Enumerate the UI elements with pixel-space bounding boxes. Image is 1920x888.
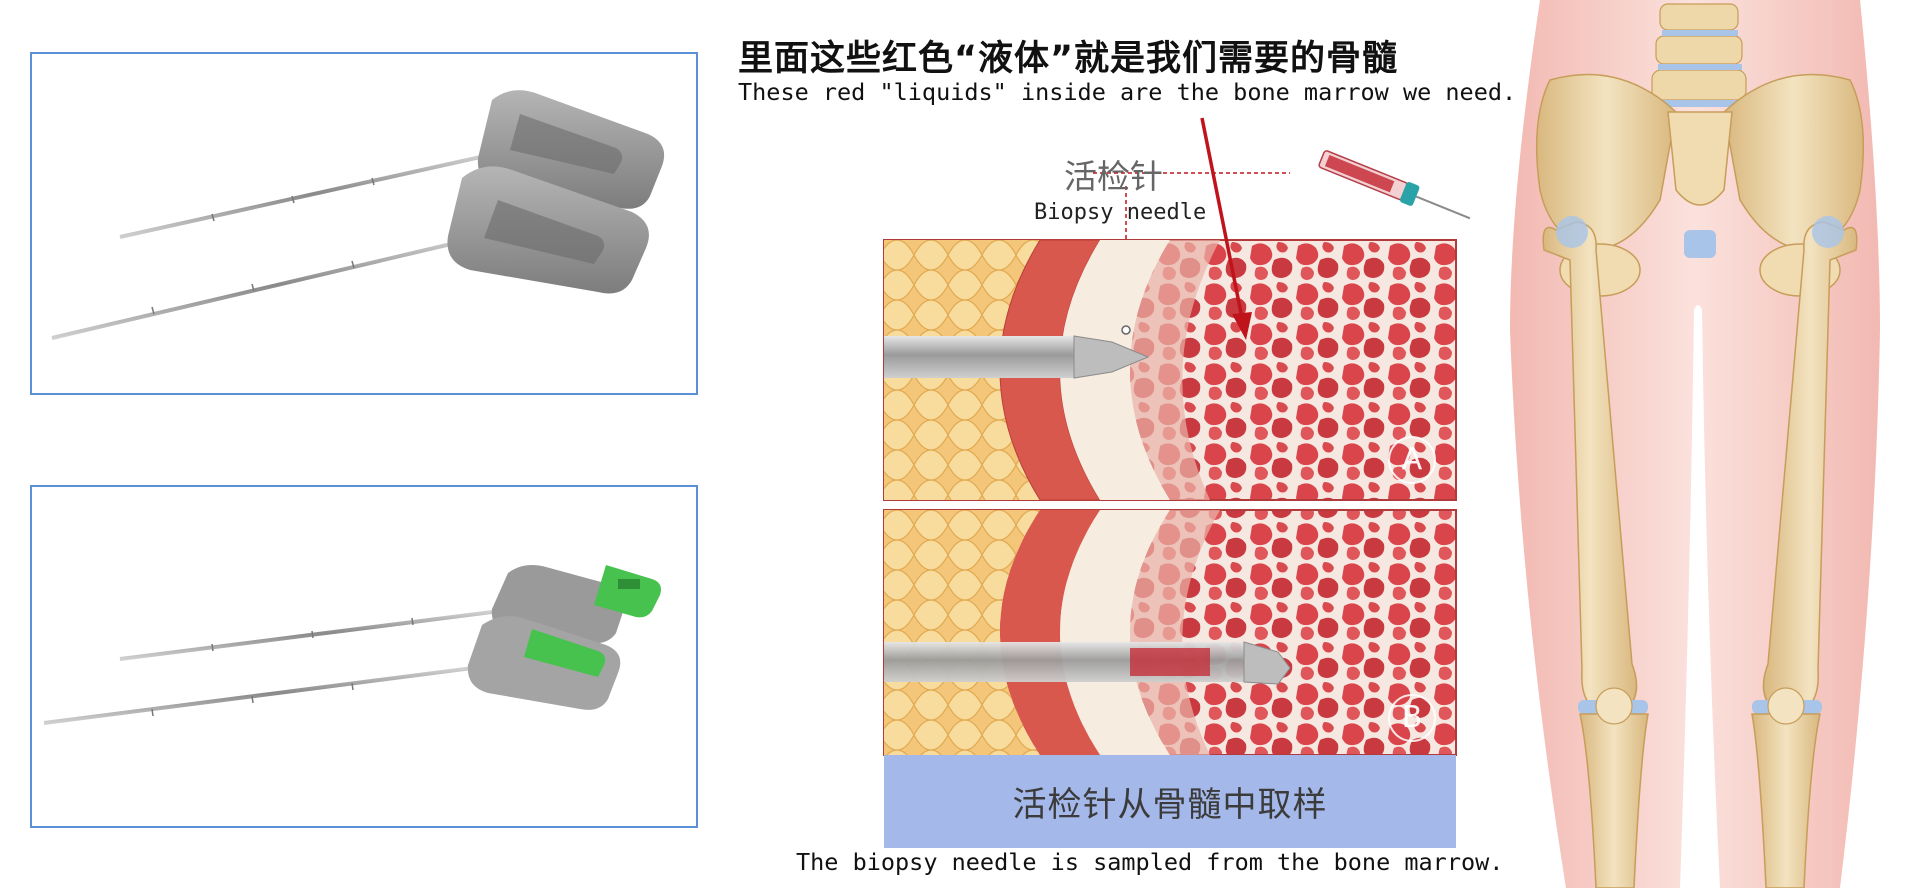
biopsy-needle-green-icon [43, 565, 661, 725]
heading-zh: 里面这些红色“液体”就是我们需要的骨髓 [738, 39, 1399, 79]
biopsy-illustration [883, 117, 1471, 756]
needle-photo-gray [30, 52, 698, 395]
heading-en: These red "liquids" inside are the bone … [738, 78, 1517, 106]
biopsy-needle-gray-icon [51, 90, 665, 340]
caption-band: 活检针从骨髓中取样 [884, 755, 1456, 848]
panel-a [883, 239, 1457, 501]
biopsy-needle-label-zh: 活检针 [1064, 157, 1163, 196]
syringe-icon [1318, 150, 1471, 220]
caption-en: The biopsy needle is sampled from the bo… [796, 848, 1504, 876]
needle-photo-green [30, 485, 698, 828]
biopsy-needle-label-en: Biopsy needle [1034, 200, 1207, 225]
panel-a-badge: A [1388, 436, 1436, 484]
panel-b-badge: B [1388, 694, 1436, 742]
red-arrow-icon [1200, 117, 1252, 340]
pelvis-legs-skeleton-icon [1510, 0, 1880, 888]
caption-zh: 活检针从骨髓中取样 [1012, 785, 1328, 825]
panel-b [883, 509, 1457, 756]
